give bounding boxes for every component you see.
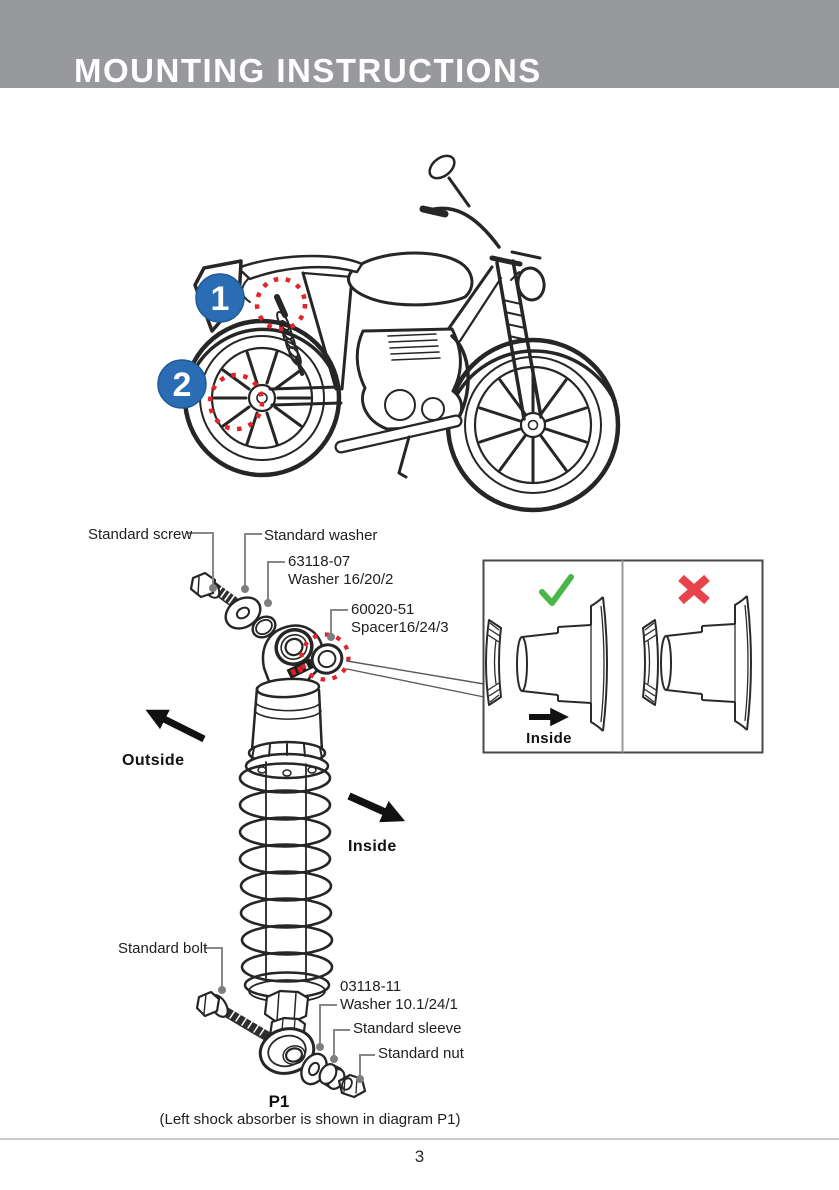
lower-washer-part-name: Washer 10.1/24/1: [340, 996, 458, 1013]
callout-1-badge: 1: [195, 273, 245, 323]
orientation-box: [482, 559, 764, 754]
highlight-circle-upper-mount: [254, 276, 308, 332]
preload-collar: [244, 740, 330, 780]
spacer-60020-part: [310, 643, 344, 675]
shock-bottom-eyelet: [258, 1027, 316, 1075]
callout-1-number: 1: [211, 280, 230, 318]
engine-block: [355, 327, 464, 431]
diagram-id-label: P1: [268, 1092, 290, 1111]
callout-2-number: 2: [173, 366, 192, 404]
page-number: 3: [414, 1147, 425, 1166]
standard-washer-part: [224, 596, 262, 630]
motorcycle-illustration: [182, 154, 621, 513]
rear-fender: [190, 327, 334, 377]
leader-washer-63118: [267, 561, 285, 600]
headlight: [510, 266, 546, 302]
label-standard-nut: Standard nut: [378, 1045, 464, 1062]
front-fender: [453, 349, 614, 400]
label-inside: Inside: [348, 838, 397, 855]
frame-and-swingarm: [268, 265, 503, 407]
leader-lines: [187, 532, 375, 1076]
leader-standard-screw: [187, 532, 214, 585]
label-standard-screw: Standard screw: [88, 526, 193, 543]
washer-part-name: Washer 16/20/2: [288, 571, 394, 588]
header-bar: [0, 0, 839, 88]
spacer-part-number: 60020-51: [351, 601, 415, 618]
label-standard-washer: Standard washer: [264, 527, 378, 544]
label-outside: Outside: [122, 752, 185, 769]
cross-icon: [678, 574, 710, 605]
handlebar-grip: [419, 205, 449, 218]
washer-63118-part: [251, 615, 277, 639]
leader-washer-03118: [319, 1004, 337, 1044]
lower-washer-part-number: 03118-11: [340, 978, 402, 995]
callout-wedge-lines: [346, 660, 485, 698]
leader-standard-washer: [244, 533, 262, 586]
mirror-icon: [428, 154, 471, 208]
label-standard-bolt: Standard bolt: [118, 940, 208, 957]
page-title: MOUNTING INSTRUCTIONS: [74, 52, 542, 89]
footer-divider: [0, 1138, 839, 1140]
leader-dots: [209, 584, 364, 1083]
outside-arrow-icon: [145, 709, 206, 743]
standard-bolt-part: [195, 990, 273, 1043]
fuel-tank: [347, 251, 474, 307]
spacer-part-name: Spacer16/24/3: [351, 619, 449, 636]
check-icon: [539, 574, 574, 606]
exhaust-pipe: [334, 334, 470, 454]
shock-absorber-illustration: [189, 571, 485, 1099]
highlight-circle-lower-mount: [207, 372, 265, 432]
leader-standard-sleeve: [333, 1029, 350, 1056]
washer-part-number: 63118-07: [288, 553, 351, 570]
leader-spacer-60020: [330, 609, 348, 634]
coil-spring: [238, 761, 334, 1003]
box-inside-label: Inside: [526, 730, 572, 747]
inside-arrow-icon: [347, 792, 406, 823]
incorrect-orientation-drawing: [642, 595, 752, 731]
diagram-caption: (Left shock absorber is shown in diagram…: [159, 1111, 461, 1128]
label-washer-03118: 03118-11 Washer 10.1/24/1: [340, 978, 458, 1014]
label-spacer-60020: 60020-51 Spacer16/24/3: [351, 601, 449, 637]
highlight-circle-spacer: [299, 632, 351, 682]
leader-standard-nut: [359, 1054, 375, 1076]
side-stand: [397, 435, 411, 479]
seat: [236, 254, 364, 281]
callout-2-badge: 2: [157, 359, 207, 409]
correct-orientation-drawing: [485, 596, 608, 732]
shock-body: [250, 677, 324, 754]
label-standard-sleeve: Standard sleeve: [353, 1020, 462, 1037]
leader-standard-bolt: [204, 947, 223, 987]
rear-shock-on-bike: [274, 294, 304, 376]
label-washer-63118: 63118-07 Washer 16/20/2: [288, 553, 393, 589]
